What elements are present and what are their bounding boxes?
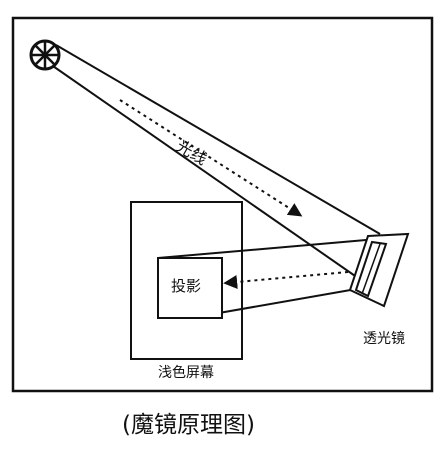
reflected-beam-upper-edge (157, 239, 367, 259)
diagram-frame (11, 16, 434, 393)
reflection-direction-arrow (223, 271, 349, 289)
light-ray-label: 光线 (173, 136, 210, 168)
mirror-label: 透光镜 (363, 331, 405, 347)
screen-label: 浅色屏幕 (158, 364, 214, 381)
projection-box (157, 257, 223, 319)
transparent-mirror (348, 232, 410, 308)
projection-label: 投影 (171, 277, 201, 295)
light-screen (130, 201, 243, 360)
reflected-beam-lower-edge (195, 287, 363, 318)
light-source-icon (29, 39, 61, 71)
light-beam-lower-edge (49, 63, 359, 279)
light-beam-upper-edge (55, 44, 381, 235)
diagram-caption: (魔镜原理图) (122, 412, 255, 438)
light-direction-arrow (119, 99, 303, 217)
